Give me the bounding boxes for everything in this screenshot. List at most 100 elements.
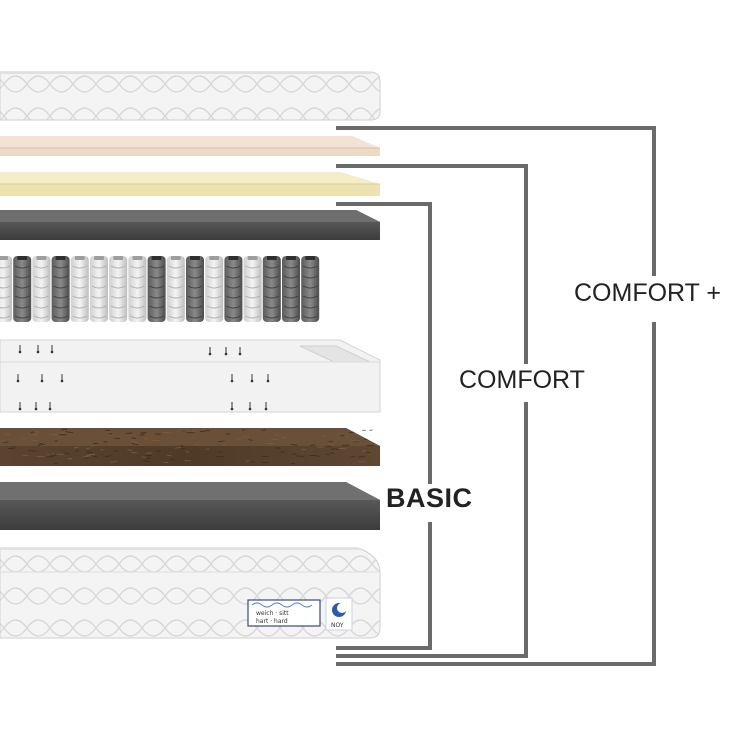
bracket-comfort-plus bbox=[336, 126, 656, 666]
frame-pin bbox=[238, 347, 242, 356]
coconut-fiber bbox=[215, 455, 224, 458]
quilted-cover-top bbox=[0, 71, 381, 121]
coconut-fiber bbox=[131, 443, 139, 445]
felt-layer-bottom bbox=[0, 482, 380, 530]
coconut-fiber bbox=[369, 429, 373, 431]
label-basic: BASIC bbox=[386, 483, 473, 513]
frame-pin bbox=[248, 402, 252, 411]
coconut-fiber bbox=[86, 447, 91, 449]
brand-logo: NOY bbox=[325, 597, 353, 631]
pocket-spring bbox=[282, 256, 300, 322]
coconut-fiber bbox=[100, 449, 104, 451]
coconut-fiber bbox=[290, 444, 298, 446]
coconut-fiber bbox=[301, 448, 307, 451]
coconut-fiber bbox=[40, 444, 46, 447]
coconut-fiber bbox=[174, 447, 181, 449]
coconut-fiber bbox=[0, 440, 6, 442]
coconut-fiber bbox=[105, 455, 112, 457]
frame-pin bbox=[250, 374, 254, 383]
frame-pin bbox=[18, 345, 22, 354]
coconut-fiber bbox=[142, 460, 150, 462]
memory-foam-layer bbox=[0, 172, 380, 196]
pocket-spring bbox=[51, 256, 70, 322]
frame-pin bbox=[230, 374, 234, 383]
coconut-fiber bbox=[73, 446, 79, 449]
frame-pin bbox=[18, 402, 22, 411]
coconut-fiber-layer bbox=[0, 428, 380, 466]
coconut-fiber bbox=[236, 437, 242, 440]
frame-pin bbox=[50, 345, 54, 354]
frame-pin bbox=[34, 402, 38, 411]
frame-pin bbox=[40, 374, 44, 383]
coconut-fiber bbox=[250, 461, 255, 463]
coconut-fiber bbox=[130, 440, 135, 443]
felt-layer-top bbox=[0, 210, 380, 240]
pocket-spring bbox=[70, 256, 89, 322]
pocket-spring bbox=[109, 256, 128, 322]
pocket-spring-core bbox=[0, 256, 320, 322]
coconut-fiber bbox=[218, 440, 225, 443]
coconut-fiber bbox=[130, 441, 139, 443]
coconut-fiber bbox=[86, 454, 91, 457]
bracket-basic bbox=[336, 202, 432, 650]
pocket-spring bbox=[224, 256, 243, 322]
frame-pin bbox=[208, 347, 212, 356]
coconut-fiber bbox=[83, 455, 90, 457]
coconut-fiber bbox=[248, 439, 253, 441]
coconut-fiber bbox=[64, 452, 70, 454]
pocket-spring bbox=[128, 256, 147, 322]
frame-pin bbox=[48, 402, 52, 411]
coconut-fiber bbox=[261, 429, 266, 431]
latex-layer bbox=[0, 136, 380, 156]
coconut-fiber bbox=[166, 454, 172, 457]
frame-pin bbox=[224, 347, 228, 356]
coconut-fiber bbox=[60, 428, 68, 431]
frame-pin bbox=[16, 374, 20, 383]
foam-frame bbox=[0, 339, 381, 413]
coconut-fiber bbox=[91, 445, 96, 447]
coconut-fiber bbox=[32, 434, 38, 437]
label-comfort: COMFORT bbox=[459, 366, 585, 394]
coconut-fiber bbox=[108, 433, 113, 435]
brand-text: NOY bbox=[331, 622, 344, 629]
coconut-fiber bbox=[274, 434, 280, 436]
coconut-fiber bbox=[7, 447, 15, 450]
label-comfort-plus: COMFORT + bbox=[574, 279, 722, 307]
frame-pin bbox=[60, 374, 64, 383]
pocket-spring bbox=[166, 256, 185, 322]
coconut-fiber bbox=[141, 456, 146, 458]
coconut-fiber bbox=[49, 433, 57, 436]
coconut-fiber bbox=[357, 456, 366, 458]
coconut-fiber bbox=[361, 450, 367, 452]
pocket-spring bbox=[147, 256, 166, 322]
coconut-fiber bbox=[53, 462, 58, 465]
tag-line-1: weich · sitt bbox=[256, 610, 289, 617]
coconut-fiber bbox=[363, 438, 368, 440]
tag-line-2: hart · hard bbox=[256, 618, 288, 625]
coconut-fiber bbox=[349, 456, 356, 458]
coconut-fiber bbox=[280, 451, 285, 453]
coconut-fiber bbox=[65, 431, 73, 434]
pocket-spring bbox=[262, 256, 281, 322]
pocket-spring bbox=[32, 256, 51, 322]
coconut-fiber bbox=[190, 430, 196, 432]
coconut-fiber bbox=[38, 444, 46, 446]
firmness-tag: weich · sitt hart · hard bbox=[247, 599, 321, 627]
coconut-fiber bbox=[131, 437, 137, 439]
coconut-fiber bbox=[328, 440, 333, 443]
coconut-fiber bbox=[49, 454, 56, 456]
pocket-spring bbox=[90, 256, 108, 322]
coconut-fiber bbox=[323, 435, 327, 437]
pocket-spring bbox=[205, 256, 224, 322]
pocket-spring bbox=[186, 256, 204, 322]
bracket-comfort bbox=[336, 164, 528, 658]
coconut-fiber bbox=[242, 429, 246, 431]
coconut-fiber bbox=[348, 431, 354, 434]
frame-pin bbox=[266, 374, 270, 383]
coconut-fiber bbox=[181, 448, 186, 450]
coconut-fiber bbox=[125, 432, 133, 434]
frame-pin bbox=[264, 402, 268, 411]
coconut-fiber bbox=[28, 450, 37, 452]
coconut-fiber bbox=[185, 451, 190, 453]
